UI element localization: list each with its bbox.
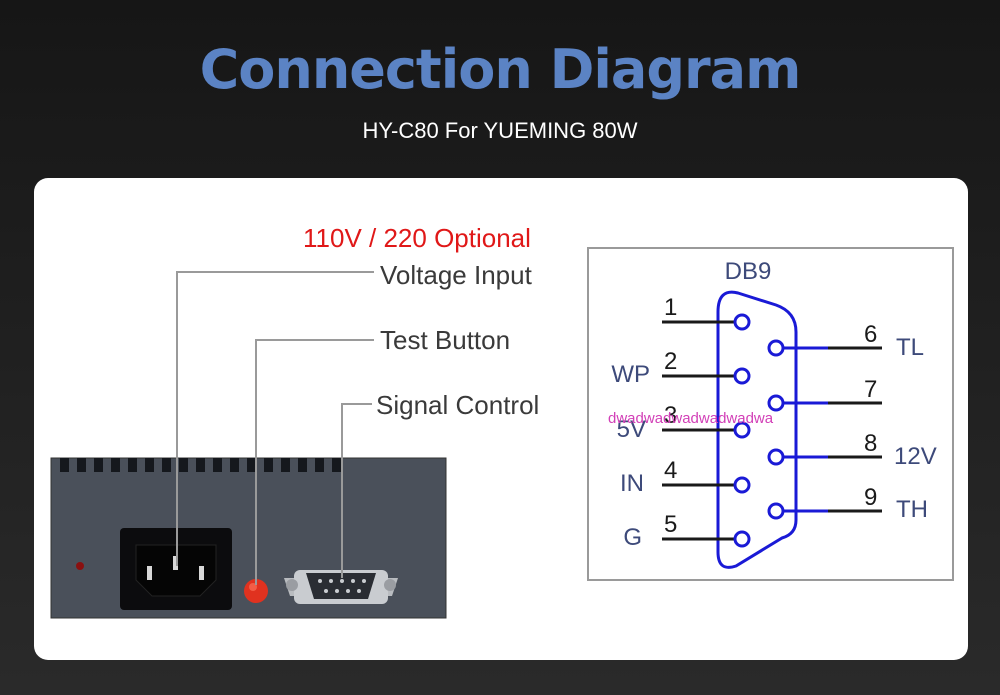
pin-signal-4: IN [620, 470, 644, 497]
db9-pin-5 [733, 530, 751, 548]
pin-signal-9: TH [896, 496, 928, 523]
pin-signal-6: TL [896, 334, 924, 361]
panel-db9-port [284, 570, 398, 604]
db9-pin-6 [767, 339, 785, 357]
watermark-text: dwadwadwadwadwadwa [608, 410, 774, 427]
db9-pin-8 [767, 448, 785, 466]
pin-number-5: 5 [664, 511, 677, 538]
db9-title: DB9 [725, 258, 772, 285]
pin-signal-2: WP [611, 361, 650, 388]
test-button-label: Test Button [380, 325, 511, 355]
leader-lines [176, 271, 374, 585]
pin-number-9: 9 [864, 484, 877, 511]
signal-control-label: Signal Control [376, 390, 540, 420]
device-panel [50, 457, 447, 619]
db9-pin-lines [662, 320, 882, 541]
pin-signal-8: 12V [894, 443, 937, 470]
db9-pin-4 [733, 476, 751, 494]
page-title: Connection Diagram [199, 38, 802, 101]
indicator-led [76, 562, 84, 570]
pin-number-8: 8 [864, 430, 877, 457]
pin-number-3: 3 [664, 402, 677, 429]
pin-number-6: 6 [864, 321, 877, 348]
page-subtitle: HY-C80 For YUEMING 80W [362, 118, 638, 143]
db9-pin-3 [733, 421, 751, 439]
db9-pin-9 [767, 502, 785, 520]
db9-connector-outline [716, 290, 798, 569]
voltage-option-note: 110V / 220 Optional [303, 223, 531, 253]
pin-number-1: 1 [664, 294, 677, 321]
pin-signal-5: G [623, 524, 642, 551]
pin-signal-3: 5V [617, 416, 646, 443]
voltage-input-label: Voltage Input [380, 260, 532, 290]
panel-vents [60, 458, 341, 472]
db9-pin-7 [767, 394, 785, 412]
db9-pin-1 [733, 313, 751, 331]
db9-pin-2 [733, 367, 751, 385]
db9-schematic-frame [587, 247, 954, 581]
pin-number-4: 4 [664, 457, 677, 484]
pin-number-7: 7 [864, 376, 877, 403]
db9-pins [733, 313, 785, 548]
pin-number-2: 2 [664, 348, 677, 375]
